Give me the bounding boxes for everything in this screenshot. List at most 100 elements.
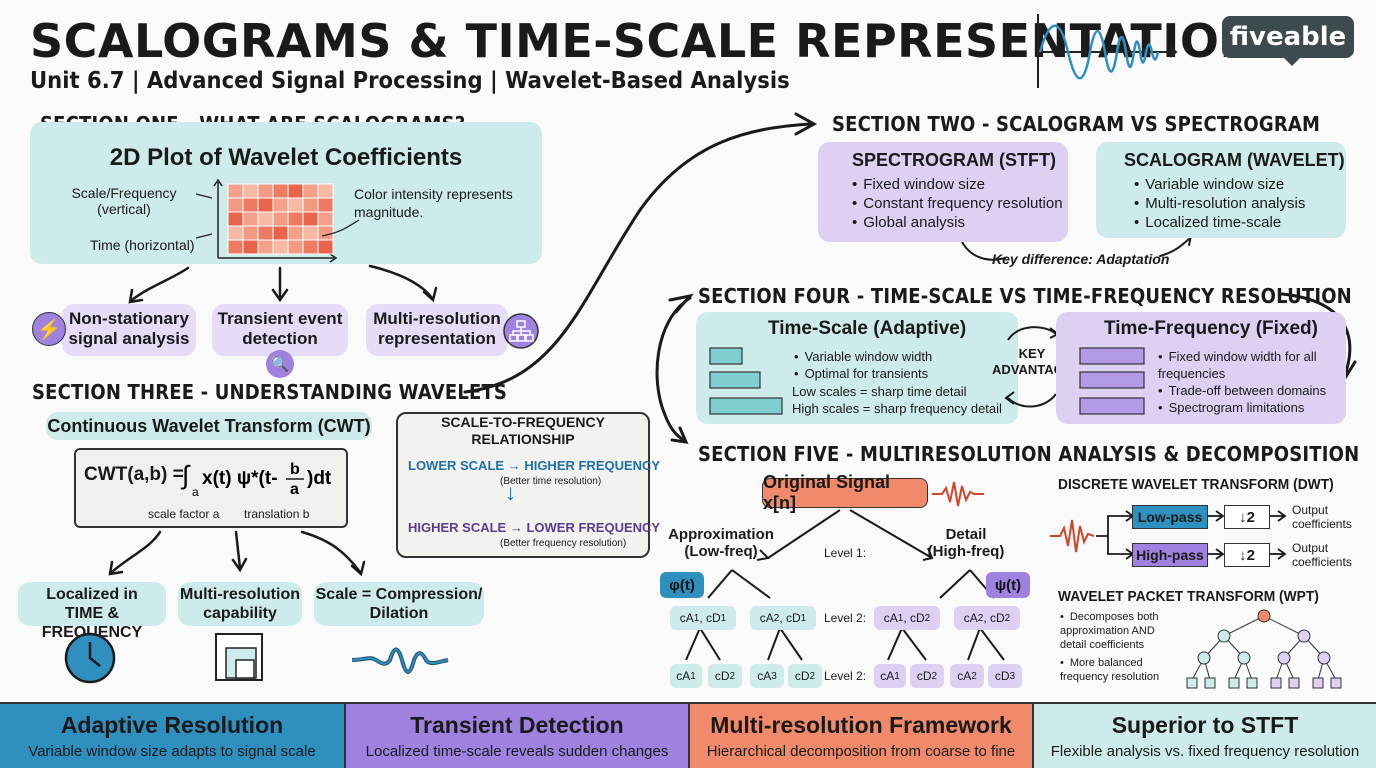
footer-title: Adaptive Resolution bbox=[60, 712, 284, 738]
arrow-down-icon: ↓ bbox=[505, 480, 516, 505]
app-nonstationary-text: Non-stationary signal analysis bbox=[62, 309, 196, 349]
section-three-heading: SECTION THREE - UNDERSTANDING WAVELETS bbox=[32, 380, 508, 404]
app-multires bbox=[366, 304, 508, 356]
prop-scale-line2: Dilation bbox=[369, 605, 429, 622]
cwt-title-text: Continuous Wavelet Transform (CWT) bbox=[47, 415, 371, 436]
scale-axis-label: Scale/Frequency (vertical) bbox=[62, 185, 186, 217]
lowpass-filter: Low-pass bbox=[1132, 505, 1208, 529]
time-scale-notes: Low scales = sharp time detail High scal… bbox=[792, 383, 1002, 417]
spectrogram-item: Fixed window size bbox=[852, 175, 1068, 194]
heatmap-cell bbox=[272, 239, 289, 255]
variable-window-icon bbox=[709, 347, 783, 415]
heatmap-cell bbox=[272, 211, 289, 227]
footer-adaptive-resolution: Adaptive Resolution Variable window size… bbox=[0, 702, 344, 768]
original-signal-label: Original Signal x[n] bbox=[763, 472, 891, 513]
level-2-label-bottom: Level 2: bbox=[824, 669, 867, 683]
scale-frequency-title-line1: SCALE-TO-FREQUENCY bbox=[441, 414, 605, 430]
heatmap-cell bbox=[257, 239, 274, 255]
key-advantage-line1: KEY bbox=[1018, 346, 1046, 361]
downsample-label: ↓2 bbox=[1239, 546, 1255, 564]
output-high-line1: Output bbox=[1292, 541, 1329, 555]
footer-multiresolution-framework: Multi-resolution Framework Hierarchical … bbox=[688, 702, 1032, 768]
scalogram-item: Variable window size bbox=[1134, 175, 1346, 194]
wavelet-icon bbox=[351, 647, 449, 674]
app-multires-text: Multi-resolution representation bbox=[366, 309, 508, 349]
wavelet-packet-tree-icon bbox=[1186, 609, 1342, 689]
time-scale-note-1: Low scales = sharp time detail bbox=[792, 384, 967, 399]
fiveable-logo[interactable]: fiveable bbox=[1222, 16, 1354, 58]
detail-label: Detail (High-freq) bbox=[916, 526, 1016, 560]
footer-superior-to-stft: Superior to STFT Flexible analysis vs. f… bbox=[1032, 702, 1376, 768]
app-multires-line2: representation bbox=[377, 329, 497, 348]
cwt-formula-lhs: CWT(a,b) = bbox=[84, 464, 184, 485]
time-scale-note-2: High scales = sharp frequency detail bbox=[792, 401, 1002, 416]
level-1-label: Level 1: bbox=[824, 546, 867, 560]
spectrogram-title: SPECTROGRAM (STFT) bbox=[852, 150, 1056, 170]
scale-frequency-title-line2: RELATIONSHIP bbox=[471, 431, 575, 447]
time-axis-label: Time (horizontal) bbox=[90, 237, 195, 253]
scalogram-item: Multi-resolution analysis bbox=[1134, 194, 1346, 213]
heatmap-cell bbox=[287, 211, 304, 227]
heatmap-cell bbox=[287, 239, 304, 255]
scale-axis-label-line2: (vertical) bbox=[97, 201, 151, 217]
heatmap-cell bbox=[257, 197, 274, 213]
fiveable-logo-tail bbox=[1282, 56, 1302, 66]
heatmap-cell bbox=[242, 197, 259, 213]
section-four-heading: SECTION FOUR - TIME-SCALE VS TIME-FREQUE… bbox=[698, 284, 1352, 308]
heatmap-cell bbox=[227, 211, 244, 227]
footer-title: Transient Detection bbox=[410, 712, 624, 738]
heatmap-cell bbox=[272, 225, 289, 241]
time-scale-title: Time-Scale (Adaptive) bbox=[768, 318, 967, 339]
psi-label: ψ(t) bbox=[994, 576, 1022, 594]
scalogram-list: Variable window size Multi-resolution an… bbox=[1124, 175, 1346, 232]
app-nonstationary-line1: Non-stationary bbox=[69, 309, 189, 328]
lower-scale-label: LOWER SCALE bbox=[408, 458, 505, 473]
time-frequency-list: Fixed window width for all frequencies T… bbox=[1158, 348, 1344, 416]
scale-axis-label-line1: Scale/Frequency bbox=[71, 185, 177, 201]
heatmap-cell bbox=[287, 183, 304, 199]
heatmap-cell bbox=[317, 211, 334, 227]
footer-subtitle: Variable window size adapts to signal sc… bbox=[28, 743, 316, 760]
app-nonstationary-line2: signal analysis bbox=[68, 329, 190, 348]
heatmap-cell bbox=[302, 211, 319, 227]
level-2-label: Level 2: bbox=[824, 611, 867, 625]
clock-icon bbox=[64, 632, 116, 684]
section-two-heading: SECTION TWO - SCALOGRAM VS SPECTROGRAM bbox=[832, 112, 1321, 136]
page-subtitle: Unit 6.7 | Advanced Signal Processing | … bbox=[30, 68, 790, 94]
prop-localized-line1: Localized in bbox=[46, 586, 138, 603]
scalogram-box-title: 2D Plot of Wavelet Coefficients bbox=[109, 144, 463, 171]
scale-factor-label: scale factor a bbox=[148, 507, 220, 521]
svg-text:a: a bbox=[290, 481, 299, 498]
heatmap-cell bbox=[227, 225, 244, 241]
footer-title: Multi-resolution Framework bbox=[710, 712, 1012, 738]
heatmap-cell bbox=[317, 183, 334, 199]
time-scale-item: Variable window width bbox=[794, 348, 933, 365]
svg-text:x(t) ψ*(t-: x(t) ψ*(t- bbox=[202, 468, 278, 489]
time-scale-item: Optimal for transients bbox=[794, 365, 932, 382]
phi-label: φ(t) bbox=[669, 576, 695, 594]
scalogram-heatmap-icon bbox=[195, 178, 360, 263]
wpt-list: Decomposes both approximation AND detail… bbox=[1060, 610, 1180, 684]
approximation-label: Approximation (Low-freq) bbox=[666, 526, 776, 560]
cwt-formula-rhs: ∫ a x(t) ψ*(t- b a )dt bbox=[180, 460, 332, 499]
arrow-right-icon: → bbox=[509, 520, 527, 535]
color-intensity-line1: Color intensity represents bbox=[354, 186, 513, 202]
detail-line1: Detail bbox=[945, 526, 987, 543]
phi-badge: φ(t) bbox=[660, 572, 704, 598]
lower-frequency-label: LOWER FREQUENCY bbox=[526, 520, 661, 535]
header-wave-icon bbox=[1037, 14, 1178, 88]
app-nonstationary bbox=[62, 304, 196, 356]
spectrogram-list: Fixed window size Constant frequency res… bbox=[852, 175, 1068, 232]
heatmap-cell bbox=[302, 183, 319, 199]
page-title: SCALOGRAMS & TIME-SCALE REPRESENTATIONS bbox=[30, 14, 1293, 68]
color-intensity-line2: magnitude. bbox=[354, 204, 424, 220]
lowpass-label: Low-pass bbox=[1137, 509, 1203, 525]
heatmap-cell bbox=[242, 239, 259, 255]
